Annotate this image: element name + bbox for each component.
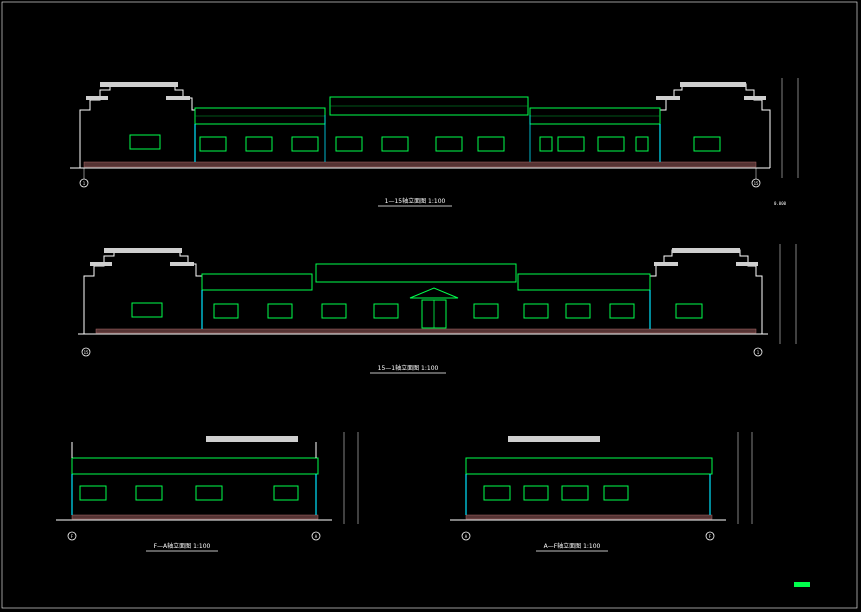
axis-right-label: 15 [754,181,759,186]
axis-right-label: F [709,534,712,539]
elevation-caption: 15—1轴立面图 1:100 [378,364,439,372]
axis-left-label: 15 [84,350,89,355]
axis-left-label: F [71,534,74,539]
elevation-1: 1 15 0.000 1—15轴立面图 1:100 [70,78,799,207]
svg-text:0.000: 0.000 [774,201,787,206]
elevation-caption: 1—15轴立面图 1:100 [385,197,446,205]
axis-right-label: A [315,534,318,539]
status-block [794,582,810,587]
elevation-3: F A F—A轴立面图 1:100 [56,432,359,552]
elevation-2: 15 1 15—1轴立面图 1:100 [78,244,797,374]
elevation-caption: A—F轴立面图 1:100 [544,542,601,550]
axis-right-label: 1 [757,350,760,355]
elevation-caption: F—A轴立面图 1:100 [154,542,211,550]
axis-left-label: A [465,534,468,539]
elevation-4: A F A—F轴立面图 1:100 [450,432,753,552]
axis-left-label: 1 [83,181,86,186]
